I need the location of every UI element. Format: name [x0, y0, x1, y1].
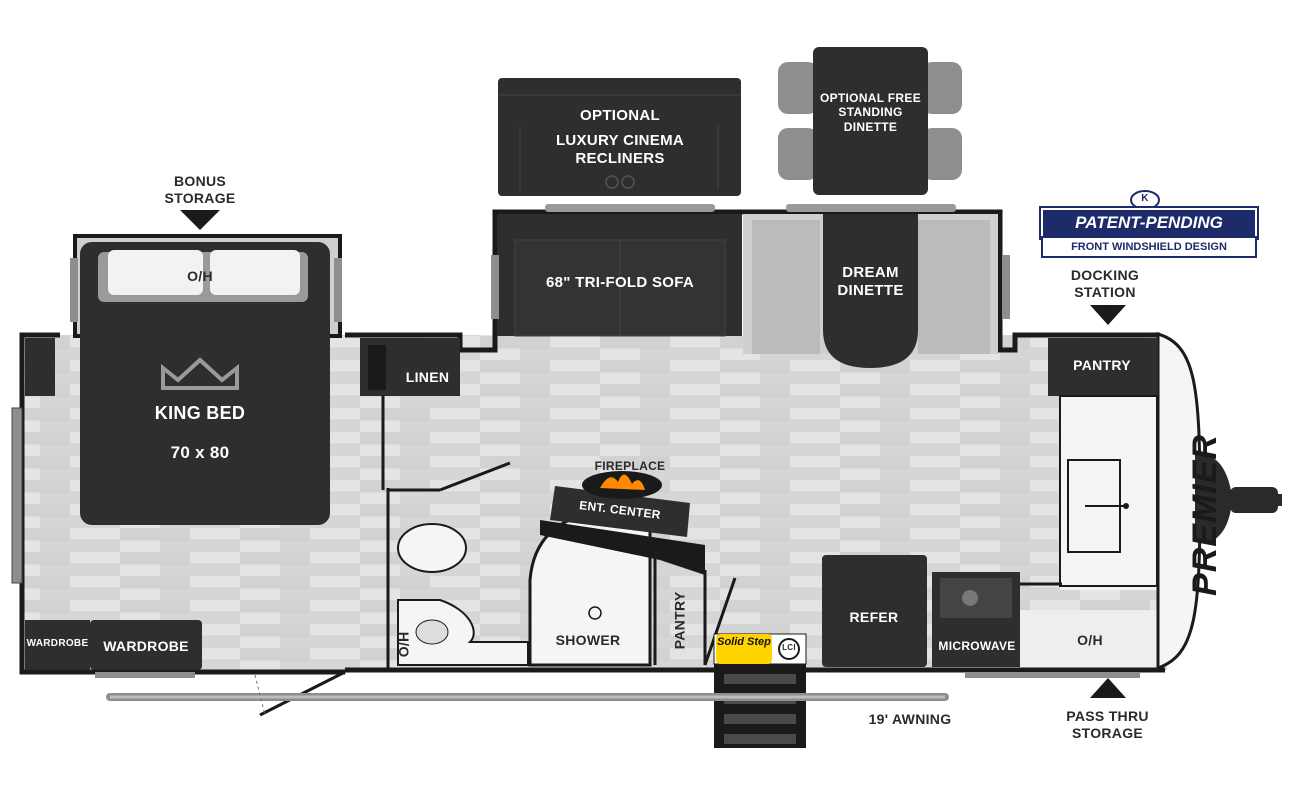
- premier-logo: PREMIER: [1186, 434, 1224, 596]
- lci-badge: LCI: [782, 643, 796, 652]
- bath-sink: [397, 599, 529, 666]
- free-dinette-label: OPTIONAL FREE STANDING DINETTE: [819, 91, 922, 134]
- entertainment-center: [540, 471, 705, 575]
- door-swing: [254, 674, 266, 716]
- bed-overhead-label: O/H: [187, 268, 213, 284]
- burner-icon: [962, 590, 978, 606]
- shower-label: SHOWER: [555, 632, 621, 648]
- solid-step-logo: Solid Step: [716, 634, 772, 664]
- refer-label: REFER: [849, 609, 899, 625]
- free-standing-dinette: [778, 47, 962, 212]
- linen-cabinet: [360, 338, 460, 396]
- crown-icon: [161, 357, 239, 390]
- bath-overhead-label: O/H: [395, 631, 412, 658]
- patent-badge-subtitle: FRONT WINDSHIELD DESIGN: [1041, 236, 1257, 258]
- recliners-label: LUXURY CINEMA RECLINERS: [555, 132, 685, 167]
- front-cap: [1156, 331, 1282, 671]
- kitchen-overhead-label: O/H: [1077, 632, 1103, 648]
- toilet-icon: [397, 523, 467, 573]
- dream-dinette-label: DREAM DINETTE: [837, 264, 904, 299]
- refrigerator: [822, 555, 927, 667]
- bedroom-closets: [25, 338, 202, 678]
- awning-label: 19' AWNING: [868, 711, 952, 727]
- king-bed: [80, 242, 330, 525]
- tri-fold-sofa: [491, 214, 742, 337]
- fire-icon: [600, 474, 645, 490]
- lci-logo-icon: [778, 638, 800, 660]
- sofa-label: 68" TRI-FOLD SOFA: [545, 274, 695, 291]
- storage-arrows: [180, 210, 1126, 698]
- up-arrow-icon: [1090, 678, 1126, 698]
- dream-dinette: [743, 214, 1010, 368]
- cinema-recliners: [498, 78, 741, 212]
- bed-size-label: 70 x 80: [170, 443, 230, 462]
- down-arrow-icon: [1090, 305, 1126, 325]
- bath-pantry-label: PANTRY: [671, 591, 688, 650]
- kitchen-pantry-label: PANTRY: [1073, 357, 1131, 373]
- linen-label: LINEN: [405, 369, 450, 385]
- kitchen: [822, 338, 1158, 678]
- down-arrow-icon: [180, 210, 220, 230]
- drain-icon: [588, 606, 602, 620]
- brand-initial: K: [1141, 193, 1149, 204]
- docking-station-label: DOCKING STATION: [1070, 267, 1140, 300]
- wardrobe-label: WARDROBE: [103, 638, 189, 654]
- small-wardrobe-label: WARDROBE: [26, 638, 89, 649]
- microwave-label: MICROWAVE: [938, 639, 1016, 653]
- king-bed-label: KING BED: [154, 403, 246, 423]
- recliners-optional-label: OPTIONAL: [580, 107, 660, 124]
- fireplace-label: FIREPLACE: [594, 459, 666, 473]
- bonus-storage-label: BONUS STORAGE: [164, 173, 236, 206]
- patent-badge-title: PATENT-PENDING DESIGN: [1039, 206, 1259, 258]
- pass-thru-storage-label: PASS THRU STORAGE: [1066, 708, 1149, 741]
